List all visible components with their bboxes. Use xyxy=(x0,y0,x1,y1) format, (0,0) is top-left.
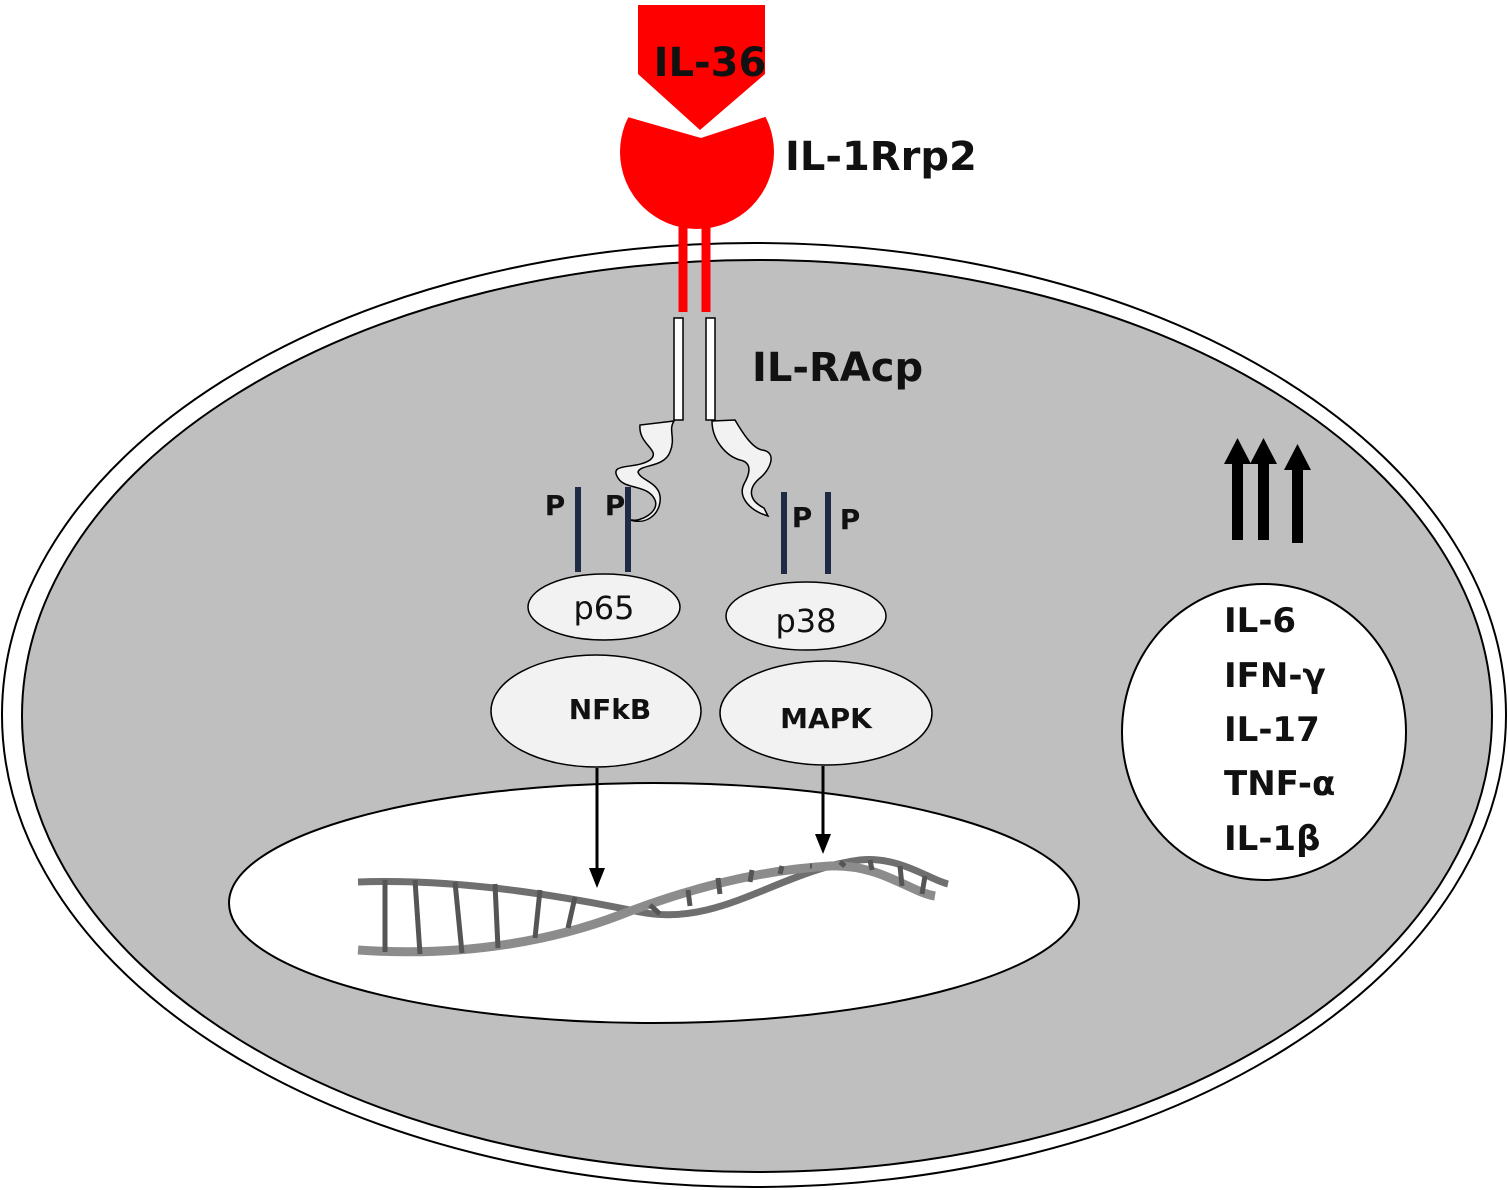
triple-up-arrow-icon xyxy=(1224,438,1311,543)
coreceptor-bar-left xyxy=(673,317,684,421)
phospho-group-left: P P xyxy=(545,487,631,572)
coreceptor-bar-right xyxy=(705,317,716,421)
ilracp-coreceptor xyxy=(673,317,716,421)
phospho-label: P xyxy=(545,489,566,522)
phospho-label: P xyxy=(792,501,813,534)
nfkb-node: NFkB xyxy=(490,654,702,768)
phospho-label: P xyxy=(605,489,626,522)
phospho-label: P xyxy=(840,503,861,536)
phospho-group-right: P P xyxy=(781,492,860,574)
phospho-stick xyxy=(825,492,831,574)
p38-node: p38 xyxy=(725,581,887,651)
cytokine-label: IL-1β xyxy=(1224,819,1320,859)
intracellular-domain-right xyxy=(711,419,772,518)
cytokine-label: IL-17 xyxy=(1224,710,1320,750)
cytokine-label: IFN-γ xyxy=(1224,656,1326,696)
ligand-shape xyxy=(638,5,765,130)
dna-helix-icon xyxy=(357,856,949,957)
phospho-stick xyxy=(575,487,581,572)
phospho-stick xyxy=(781,492,787,574)
il36-ligand xyxy=(624,5,768,138)
ligand-label: IL-36 xyxy=(654,40,767,86)
mapk-to-nucleus-arrow xyxy=(815,766,831,854)
cytokine-label: IL-6 xyxy=(1224,601,1296,641)
coreceptor-label: IL-RAcp xyxy=(752,345,923,391)
cytokine-bubble: IL-6 IFN-γ IL-17 TNF-α IL-1β xyxy=(1121,583,1407,881)
p65-label: p65 xyxy=(573,589,634,627)
nfkb-to-nucleus-arrow xyxy=(589,768,605,888)
phospho-stick xyxy=(625,487,631,572)
cytokine-label: TNF-α xyxy=(1224,764,1335,804)
intracellular-domain-left xyxy=(615,420,676,523)
mapk-label: MAPK xyxy=(780,702,873,735)
receptor-label: IL-1Rrp2 xyxy=(785,134,977,180)
nfkb-label: NFkB xyxy=(569,693,652,726)
mapk-node: MAPK xyxy=(719,660,933,766)
p38-label: p38 xyxy=(775,602,836,640)
p65-node: p65 xyxy=(527,573,681,641)
